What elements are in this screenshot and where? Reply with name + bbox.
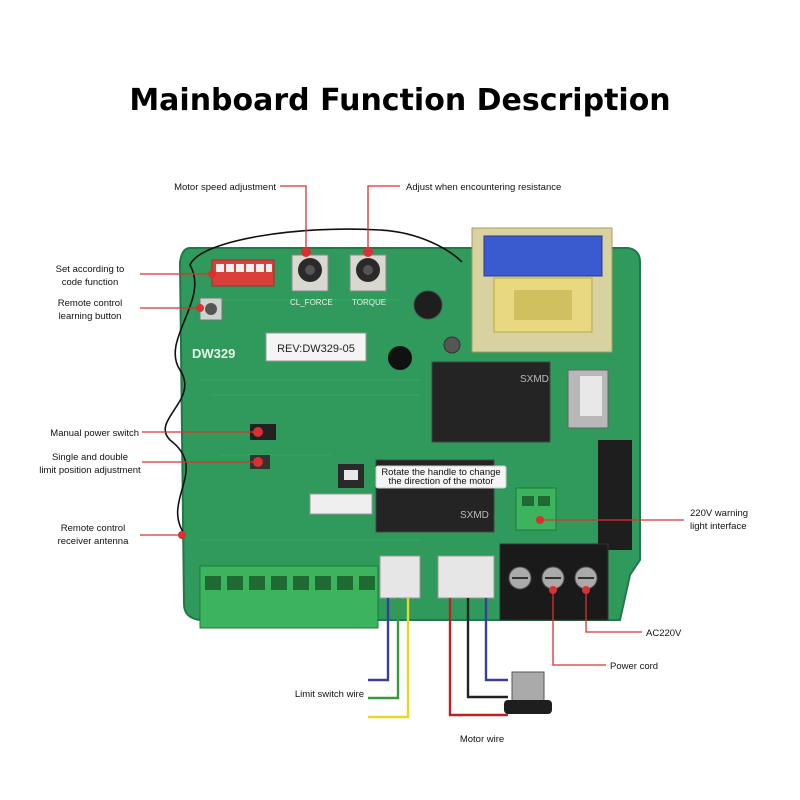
pot-left-label: CL_FORCE: [290, 298, 333, 307]
board-model: DW329: [192, 346, 235, 361]
label-learning-1: Remote control: [58, 298, 122, 309]
power-terminal-block: [499, 543, 609, 621]
label-motor-speed: Motor speed adjustment: [174, 182, 276, 193]
label-limit-adj-1: Single and double: [52, 452, 128, 463]
rotate-handle-line-2: the direction of the motor: [388, 476, 493, 487]
capacitor-small: [443, 336, 461, 354]
rotate-handle-line-1: Rotate the handle to change: [381, 467, 500, 478]
label-limit-wire: Limit switch wire: [295, 689, 364, 700]
label-warning-2: light interface: [690, 521, 747, 532]
relay-2-brand: SXMD: [460, 510, 489, 521]
learning-button-cap: [205, 303, 217, 315]
pcb-traces: [200, 299, 420, 541]
direction-handle-knob: [344, 470, 358, 480]
label-manual-power: Manual power switch: [50, 428, 139, 439]
diagram-title: Mainboard Function Description: [129, 83, 670, 118]
label-limit-adj-2: limit position adjustment: [39, 465, 141, 476]
limit-wire-connector: [379, 555, 421, 599]
motor: [504, 671, 552, 714]
terminal-block-green: [199, 565, 379, 629]
limit-switch-wires: [368, 598, 410, 719]
capacitor: [413, 290, 443, 320]
label-antenna-1: Remote control: [61, 523, 125, 534]
relay-1-brand: SXMD: [520, 374, 549, 385]
heatsink-block: [598, 440, 632, 550]
motor-wires: [448, 598, 508, 717]
label-power-cord: Power cord: [610, 661, 658, 672]
white-connector: [309, 493, 373, 515]
dip-switch-slots: [216, 264, 272, 272]
label-ac220v: AC220V: [646, 628, 682, 639]
warning-slot-2: [538, 496, 550, 506]
relay-1: SXMD: [431, 361, 551, 443]
label-code-function-1: Set according to: [56, 264, 125, 275]
buzzer: [388, 346, 412, 370]
label-motor-wire: Motor wire: [460, 734, 504, 745]
speed-potentiometer[interactable]: [291, 254, 329, 292]
label-learning-2: learning button: [59, 311, 122, 322]
label-resistance: Adjust when encountering resistance: [406, 182, 561, 193]
rev-label-box: [265, 332, 367, 362]
label-code-function-2: code function: [62, 277, 119, 288]
pot-right-label: TORQUE: [352, 298, 386, 307]
motor-wire-connector: [437, 555, 495, 599]
label-antenna-2: receiver antenna: [58, 536, 129, 547]
dip-switch[interactable]: [211, 259, 275, 287]
fuse-holder: [580, 376, 602, 416]
rotate-handle-label-box: [375, 465, 507, 489]
warning-slot-1: [522, 496, 534, 506]
label-warning-1: 220V warning: [690, 508, 748, 519]
callout-lines: [140, 185, 684, 666]
antenna-wire: [164, 228, 463, 536]
transformer: [471, 227, 613, 353]
rev-label: REV:DW329-05: [277, 343, 355, 355]
torque-potentiometer[interactable]: [349, 254, 387, 292]
warning-light-connector[interactable]: [515, 487, 557, 531]
